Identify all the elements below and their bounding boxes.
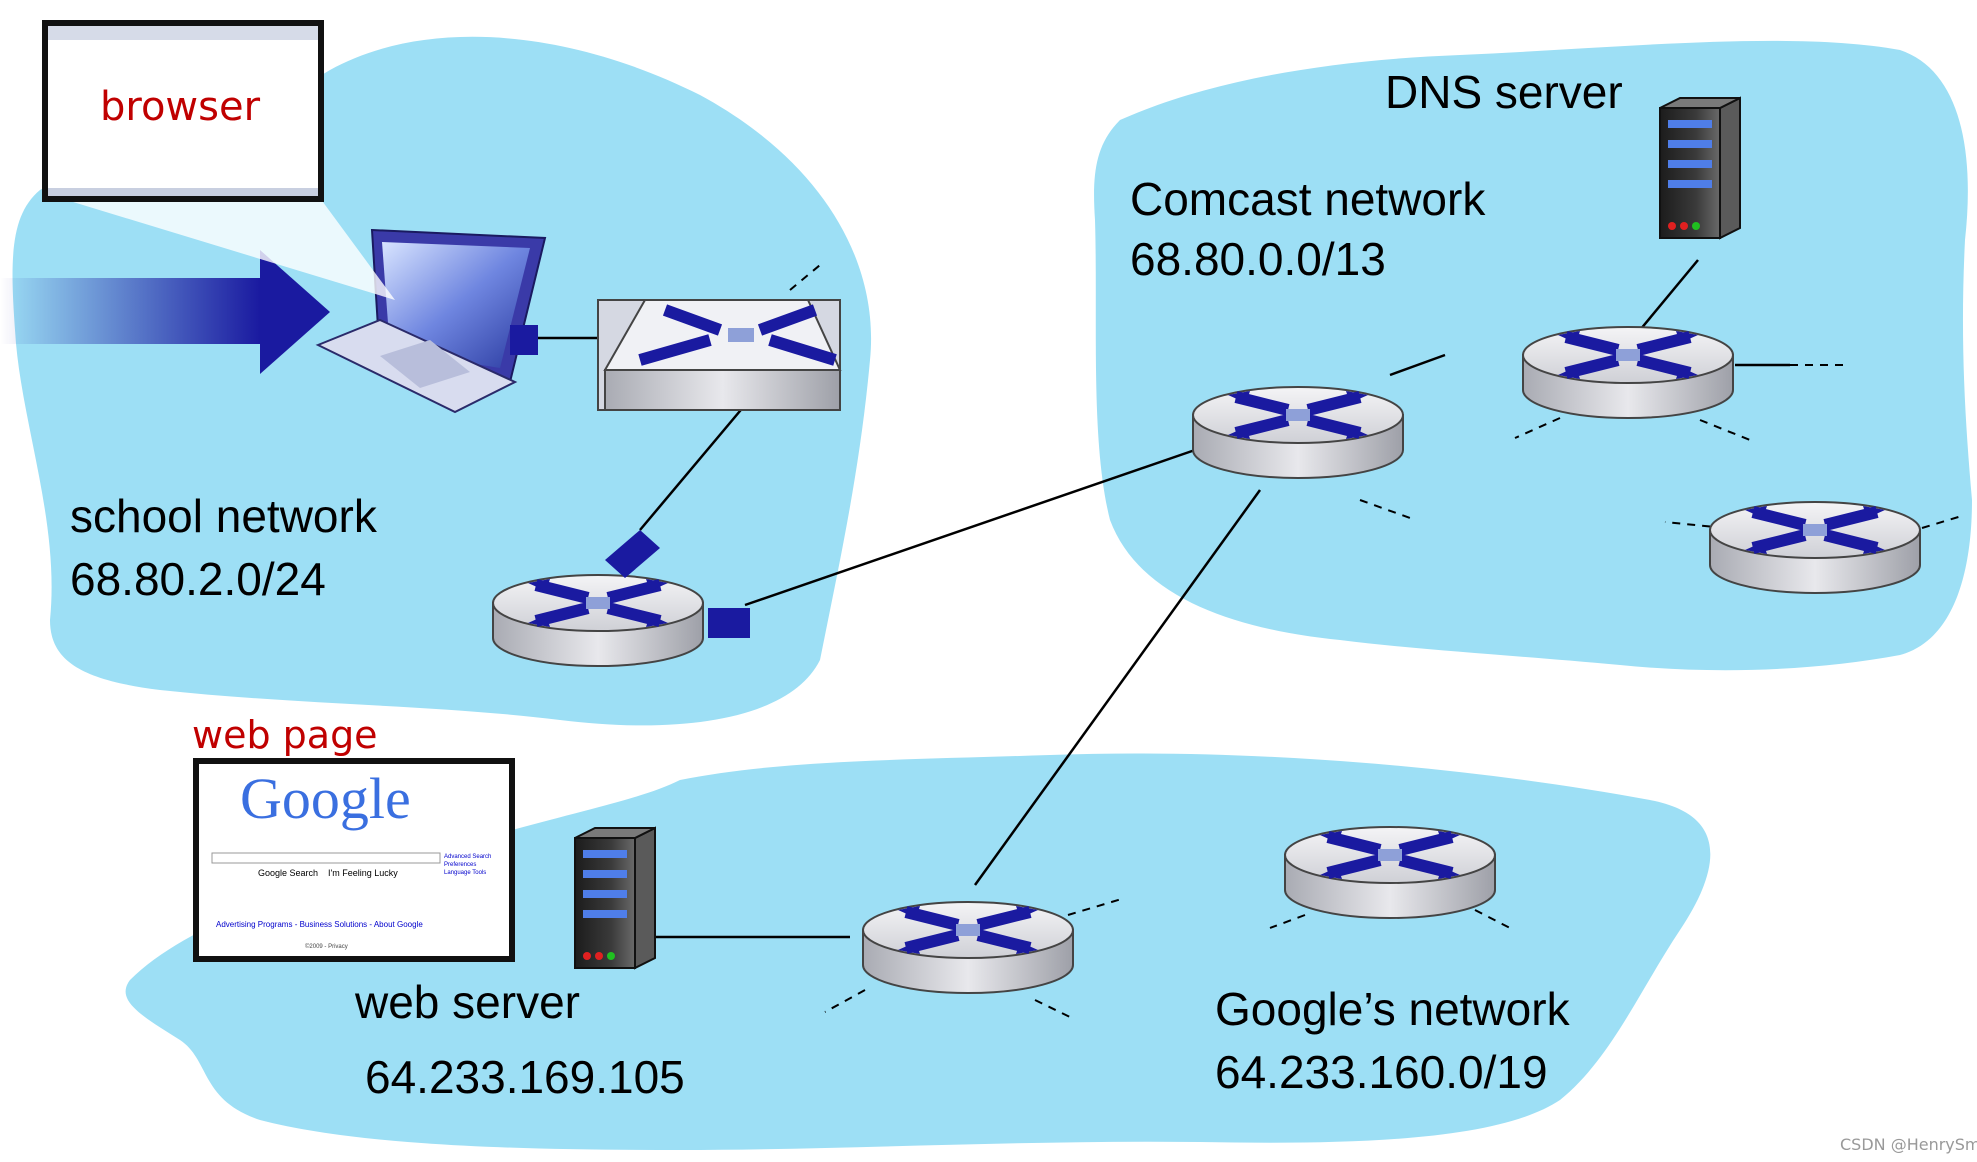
google-network-prefix: 64.233.160.0/19 [1215,1046,1548,1098]
comcast-router-3-icon [1710,502,1920,593]
google-network-name: Google’s network [1215,983,1571,1035]
preview-footer-links: Advertising Programs - Business Solution… [216,920,423,929]
school-router-icon [493,530,750,666]
laptop-icon [315,228,547,414]
google-logo: Google [240,766,411,831]
preview-language-tools-link: Language Tools [444,870,486,876]
comcast-router-2-icon [1523,327,1733,418]
incoming-arrow [0,250,330,374]
comcast-router-1-icon [1193,387,1403,478]
school-switch-icon [597,299,842,411]
school-network-prefix: 68.80.2.0/24 [70,553,326,605]
preview-lucky-button: I'm Feeling Lucky [328,868,398,878]
dns-server-label: DNS server [1385,66,1623,118]
preview-advanced-search-link: Advanced Search [444,854,491,860]
browser-callout: browser [42,20,395,300]
web-server-ip: 64.233.169.105 [365,1051,685,1103]
preview-copyright: ©2009 - Privacy [305,943,348,950]
watermark: CSDN @HenrySmale [1840,1135,1977,1154]
dashed-stub-links [789,264,1966,1019]
dns-server-icon [1659,97,1741,239]
preview-search-button: Google Search [258,868,318,878]
comcast-network-name: Comcast network [1130,173,1486,225]
preview-preferences-link: Preferences [444,862,476,868]
google-router-2-icon [1285,827,1495,918]
school-network-name: school network [70,490,378,542]
browser-label: browser [100,84,261,130]
comcast-network-prefix: 68.80.0.0/13 [1130,233,1386,285]
web-page-preview: Google Google Search I'm Feeling Lucky A… [193,758,515,962]
web-server-icon [574,827,656,969]
web-server-label: web server [354,976,580,1028]
network-links [525,259,1790,939]
google-router-1-icon [863,902,1073,993]
web-page-label: web page [192,713,378,757]
